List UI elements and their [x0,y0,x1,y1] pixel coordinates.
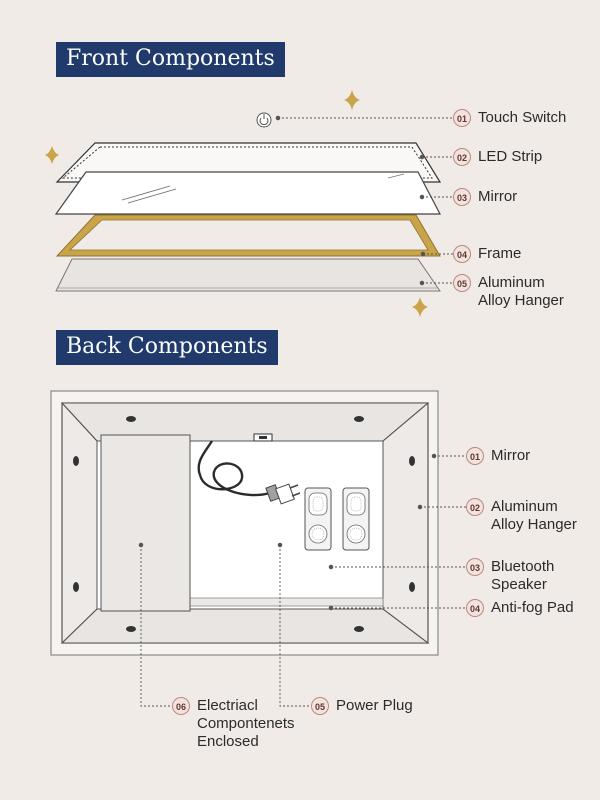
touch-switch-icon [256,112,272,128]
front-callout-frame: 04 Frame [453,245,521,263]
callout-number-badge: 04 [453,245,471,263]
back-callout-bluetooth-speaker: 03 Bluetooth Speaker [466,558,554,594]
bluetooth-speaker-icon [342,487,370,551]
back-callout-mirror: 01 Mirror [466,447,530,465]
callout-label: LED Strip [478,148,543,165]
front-callout-led-strip: 02 LED Strip [453,148,542,166]
mirror-layer [54,171,441,215]
callout-number-badge: 03 [453,188,471,206]
callout-number-badge: 03 [466,558,484,576]
back-callout-aluminum-hanger: 02 Aluminum Alloy Hanger [466,498,577,534]
back-components-title: Back Components [56,330,278,365]
callout-number-badge: 05 [311,697,329,715]
sparkle-icon [45,146,59,164]
sparkle-icon [344,90,360,110]
callout-number-badge: 01 [453,109,471,127]
callout-label: Mirror [491,447,531,464]
sparkle-icon [412,297,428,317]
callout-number-badge: 04 [466,599,484,617]
back-callout-anti-fog-pad: 04 Anti-fog Pad [466,599,574,617]
back-callout-power-plug: 05 Power Plug [311,697,413,715]
callout-label: Anti-fog Pad [491,599,574,616]
callout-label: Touch Switch [478,109,567,126]
mounting-holes [73,416,415,632]
front-callout-aluminum-hanger: 05 Aluminum Alloy Hanger [453,274,564,310]
callout-number-badge: 05 [453,274,471,292]
callout-label: Aluminum Alloy Hanger [478,274,564,309]
callout-number-badge: 02 [466,498,484,516]
frame-layer [55,214,441,257]
callout-label: Power Plug [336,697,413,714]
callout-number-badge: 01 [466,447,484,465]
callout-label: Bluetooth Speaker [491,558,555,593]
front-callout-touch-switch: 01 Touch Switch [453,109,566,127]
power-plug-icon [197,440,301,505]
front-components-title: Front Components [56,42,285,77]
callout-number-badge: 06 [172,697,190,715]
aluminum-hanger-layer [55,258,441,292]
callout-label: Electriacl Compontenets Enclosed [197,697,295,750]
electrical-enclosure [100,434,191,612]
front-callout-mirror: 03 Mirror [453,188,517,206]
callout-label: Mirror [478,188,518,205]
bluetooth-speaker-icon [304,487,332,551]
callout-number-badge: 02 [453,148,471,166]
callout-label: Aluminum Alloy Hanger [491,498,577,533]
callout-label: Frame [478,245,522,262]
back-callout-electrical-components: 06 Electriacl Compontenets Enclosed [172,697,295,751]
